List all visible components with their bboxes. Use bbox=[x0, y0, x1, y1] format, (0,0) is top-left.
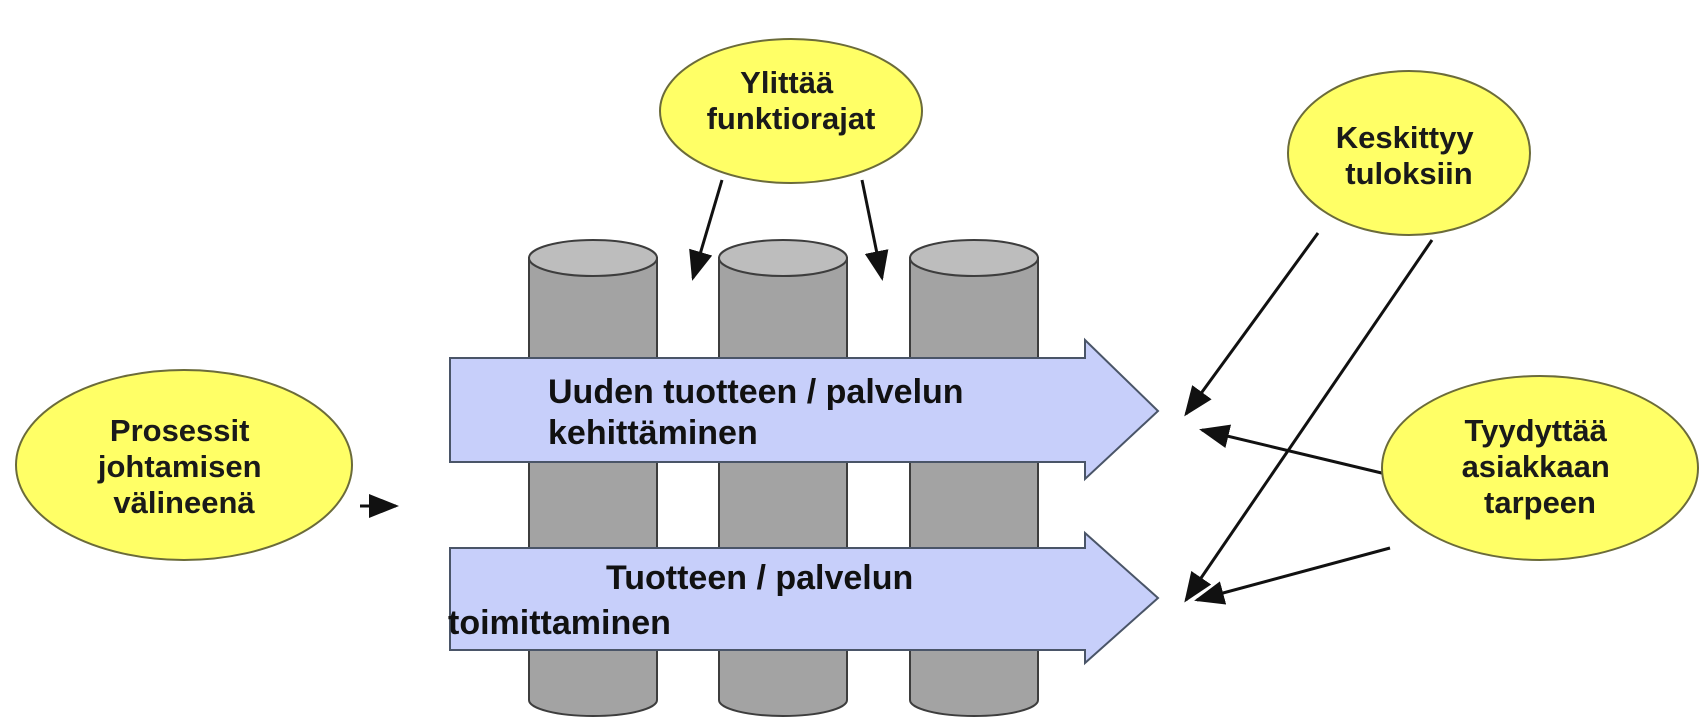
pillar-2-top bbox=[718, 239, 848, 277]
bubble-focus-results-label: Keskittyy tuloksiin bbox=[1336, 120, 1482, 191]
process-delivery-line-1: Tuotteen / palvelun bbox=[606, 559, 913, 597]
process-development: Uuden tuotteen / palvelun kehittäminen bbox=[449, 337, 1160, 482]
bubble-customer-needs-label: Tyydyttää asiakkaan tarpeen bbox=[1462, 413, 1619, 520]
process-development-label: Uuden tuotteen / palvelun kehittäminen bbox=[548, 373, 973, 452]
connector-cross-functions-left bbox=[689, 179, 724, 281]
connectors bbox=[360, 179, 1434, 605]
bubble-management-tool: Prosessit johtamisen välineenä bbox=[15, 369, 353, 561]
bubble-cross-functions-label: Ylittää funktiorajat bbox=[707, 65, 876, 136]
pillar-1-top bbox=[528, 239, 658, 277]
bubble-focus-results-line-2: tuloksiin bbox=[1345, 156, 1472, 191]
pillar-3-top bbox=[909, 239, 1039, 277]
bubble-management-tool-shape bbox=[15, 369, 353, 561]
bubble-customer-needs-shape bbox=[1381, 375, 1699, 561]
bubble-cross-functions-line-2: funktiorajat bbox=[707, 101, 876, 136]
bubble-customer-needs-line-1: Tyydyttää bbox=[1464, 413, 1607, 448]
bubble-cross-functions-shape bbox=[659, 38, 923, 184]
connector-customer-needs-lower bbox=[1194, 546, 1391, 605]
bubble-focus-results-shape bbox=[1287, 70, 1531, 236]
bubble-focus-results: Keskittyy tuloksiin bbox=[1287, 70, 1531, 236]
bubble-customer-needs-line-2: asiakkaan bbox=[1462, 449, 1610, 484]
bubble-cross-functions-line-1: Ylittää bbox=[740, 65, 834, 100]
bubble-management-tool-line-1: Prosessit bbox=[110, 413, 250, 448]
bubble-management-tool-line-3: välineenä bbox=[113, 485, 255, 520]
connector-focus-results-lower bbox=[1184, 239, 1434, 603]
connector-cross-functions-right bbox=[860, 179, 889, 281]
process-delivery-label: Tuotteen / palvelun toimittaminen bbox=[448, 559, 923, 642]
process-delivery-line-2: toimittaminen bbox=[448, 604, 671, 642]
process-development-line-2: kehittäminen bbox=[548, 414, 758, 452]
bubble-management-tool-label: Prosessit johtamisen välineenä bbox=[97, 413, 270, 520]
connector-customer-needs-upper bbox=[1199, 424, 1391, 477]
bubble-cross-functions: Ylittää funktiorajat bbox=[659, 38, 923, 184]
bubble-customer-needs-line-3: tarpeen bbox=[1484, 485, 1596, 520]
bubble-customer-needs: Tyydyttää asiakkaan tarpeen bbox=[1381, 375, 1699, 561]
bubble-focus-results-line-1: Keskittyy bbox=[1336, 120, 1475, 155]
connector-focus-results-upper bbox=[1184, 232, 1320, 417]
process-delivery-arrow bbox=[449, 530, 1160, 666]
process-delivery: Tuotteen / palvelun toimittaminen bbox=[448, 530, 1160, 666]
process-development-arrow bbox=[449, 337, 1160, 482]
process-development-line-1: Uuden tuotteen / palvelun bbox=[548, 373, 964, 411]
bubble-management-tool-line-2: johtamisen bbox=[97, 449, 262, 484]
